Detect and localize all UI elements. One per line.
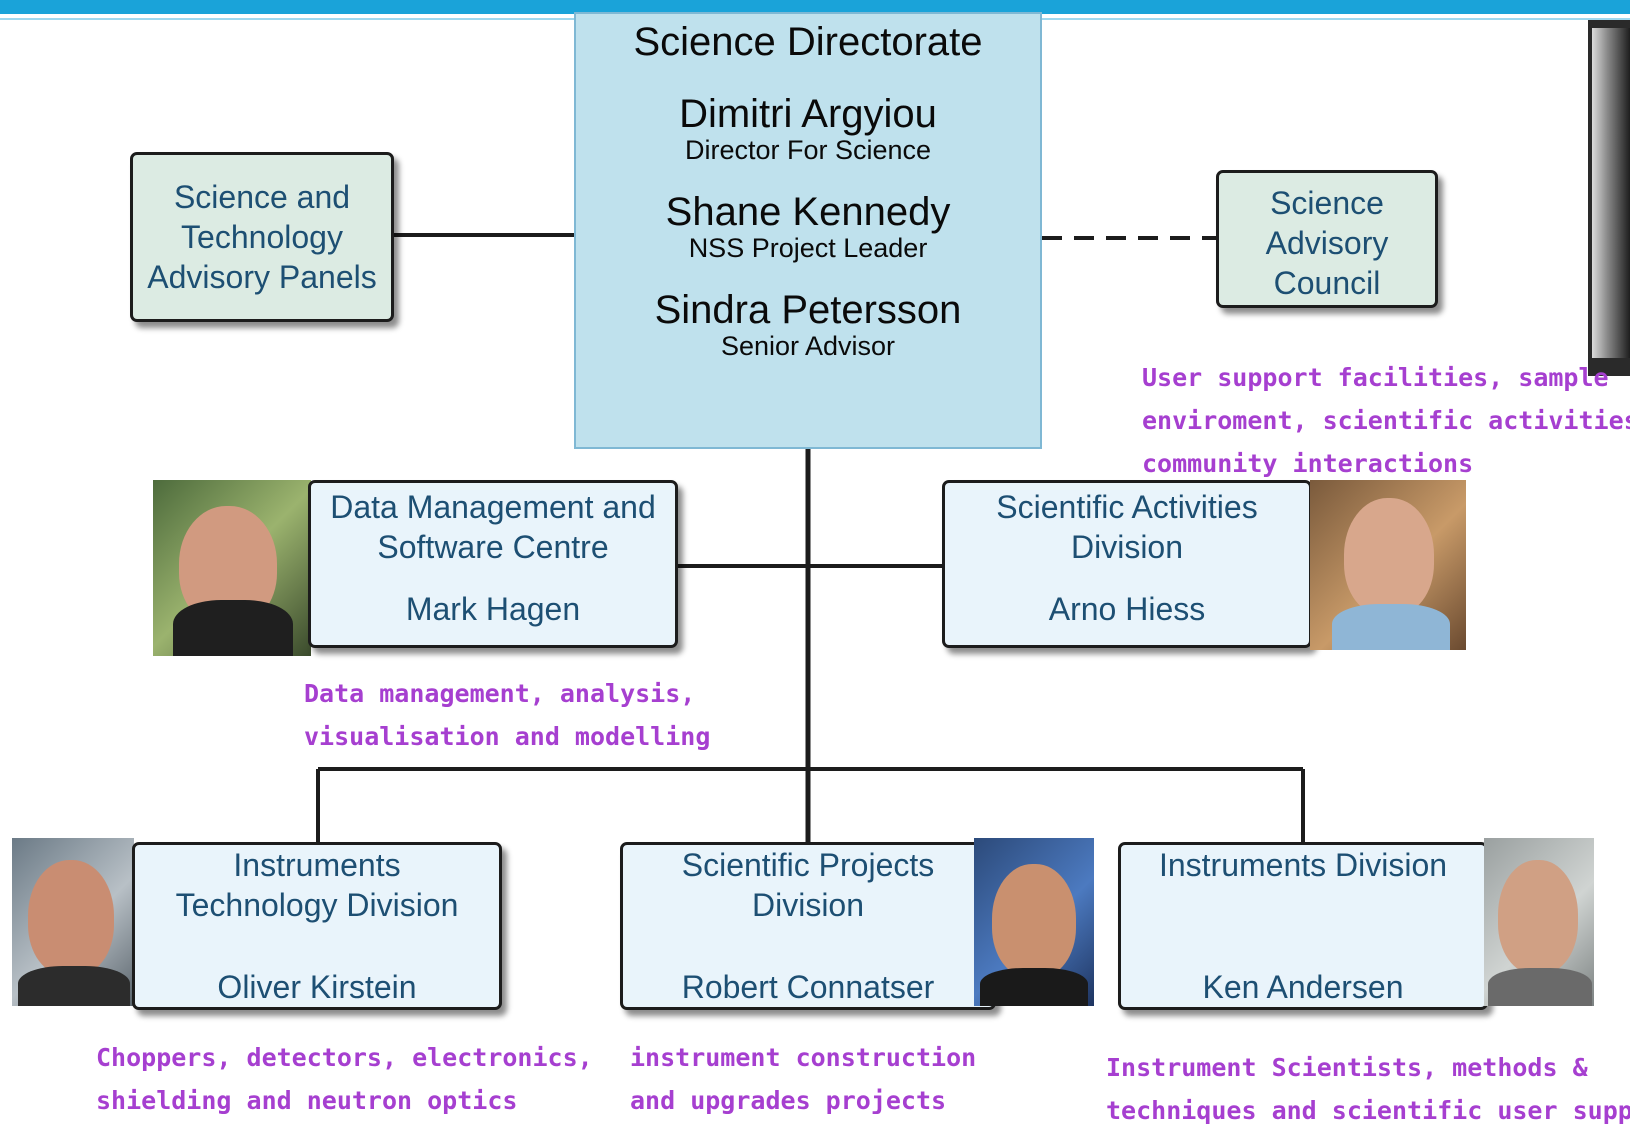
scientific-activities-note-line-3: community interactions bbox=[1142, 449, 1474, 478]
header-bar bbox=[0, 0, 1630, 14]
scientific-projects-head: Robert Connatser bbox=[681, 969, 935, 1005]
partial-photo bbox=[1588, 20, 1630, 376]
data-management-line-2: Software Centre bbox=[377, 529, 609, 565]
advisory-panels-line-2: Technology bbox=[181, 219, 343, 255]
data-management-box: Data Management and Software Centre Mark… bbox=[308, 480, 678, 648]
advisory-panels-line-1: Science and bbox=[173, 179, 351, 215]
scientific-activities-box: Scientific Activities Division Arno Hies… bbox=[942, 480, 1312, 648]
project-leader-role: NSS Project Leader bbox=[688, 233, 928, 263]
data-management-note: Data management, analysis, visualisation… bbox=[304, 672, 710, 758]
scientific-projects-line-2: Division bbox=[751, 887, 865, 923]
instruments-technology-line-2: Technology Division bbox=[175, 887, 459, 923]
data-management-head: Mark Hagen bbox=[405, 591, 581, 627]
instruments-technology-note-line-1: Choppers, detectors, electronics, bbox=[96, 1043, 593, 1072]
directorate-title: Science Directorate bbox=[633, 20, 983, 64]
instruments-technology-line-1: Instruments bbox=[233, 847, 401, 883]
scientific-activities-line-2: Division bbox=[1070, 529, 1184, 565]
scientific-activities-note-line-2: enviroment, scientific activities and bbox=[1142, 406, 1630, 435]
scientific-activities-head: Arno Hiess bbox=[1048, 591, 1206, 627]
data-management-line-1: Data Management and bbox=[330, 489, 656, 525]
senior-advisor-role: Senior Advisor bbox=[720, 331, 896, 361]
scientific-projects-note: instrument construction and upgrades pro… bbox=[630, 1036, 976, 1122]
instruments-division-note: Instrument Scientists, methods & techniq… bbox=[1106, 1046, 1630, 1132]
instruments-technology-note: Choppers, detectors, electronics, shield… bbox=[96, 1036, 593, 1122]
advisory-council-line-2: Advisory bbox=[1265, 225, 1389, 261]
advisory-panels-line-3: Advisory Panels bbox=[147, 259, 377, 295]
ken-andersen-photo bbox=[1484, 838, 1594, 1006]
instruments-division-note-line-1: Instrument Scientists, methods & bbox=[1106, 1053, 1588, 1082]
scientific-activities-note-line-1: User support facilities, sample bbox=[1142, 363, 1609, 392]
data-management-note-line-1: Data management, analysis, bbox=[304, 679, 696, 708]
scientific-projects-box: Scientific Projects Division Robert Conn… bbox=[620, 842, 996, 1010]
instruments-division-line-1: Instruments Division bbox=[1158, 847, 1448, 883]
scientific-activities-note: User support facilities, sample envirome… bbox=[1142, 356, 1630, 485]
advisory-council-line-3: Council bbox=[1273, 265, 1381, 301]
instruments-division-note-line-2: techniques and scientific user support bbox=[1106, 1096, 1630, 1125]
scientific-projects-note-line-2: and upgrades projects bbox=[630, 1086, 947, 1115]
instruments-division-head: Ken Andersen bbox=[1202, 969, 1404, 1005]
scientific-projects-note-line-1: instrument construction bbox=[630, 1043, 977, 1072]
director-name: Dimitri Argyiou bbox=[679, 92, 937, 136]
arno-hiess-photo bbox=[1310, 480, 1466, 650]
oliver-kirstein-photo bbox=[12, 838, 134, 1006]
scientific-activities-line-1: Scientific Activities bbox=[996, 489, 1258, 525]
robert-connatser-photo bbox=[974, 838, 1094, 1006]
advisory-council-line-1: Science bbox=[1270, 185, 1384, 221]
instruments-division-box: Instruments Division Ken Andersen bbox=[1118, 842, 1488, 1010]
instruments-technology-note-line-2: shielding and neutron optics bbox=[96, 1086, 518, 1115]
director-role: Director For Science bbox=[684, 135, 932, 165]
instruments-technology-box: Instruments Technology Division Oliver K… bbox=[132, 842, 502, 1010]
data-management-note-line-2: visualisation and modelling bbox=[304, 722, 711, 751]
advisory-panels-box: Science and Technology Advisory Panels bbox=[130, 152, 394, 322]
instruments-technology-head: Oliver Kirstein bbox=[217, 969, 417, 1005]
project-leader-name: Shane Kennedy bbox=[665, 190, 951, 234]
advisory-council-box: Science Advisory Council bbox=[1216, 170, 1438, 308]
scientific-projects-line-1: Scientific Projects bbox=[681, 847, 935, 883]
mark-hagen-photo bbox=[153, 480, 311, 656]
senior-advisor-name: Sindra Petersson bbox=[654, 288, 962, 332]
science-directorate-box: Science Directorate Dimitri Argyiou Dire… bbox=[574, 12, 1042, 449]
